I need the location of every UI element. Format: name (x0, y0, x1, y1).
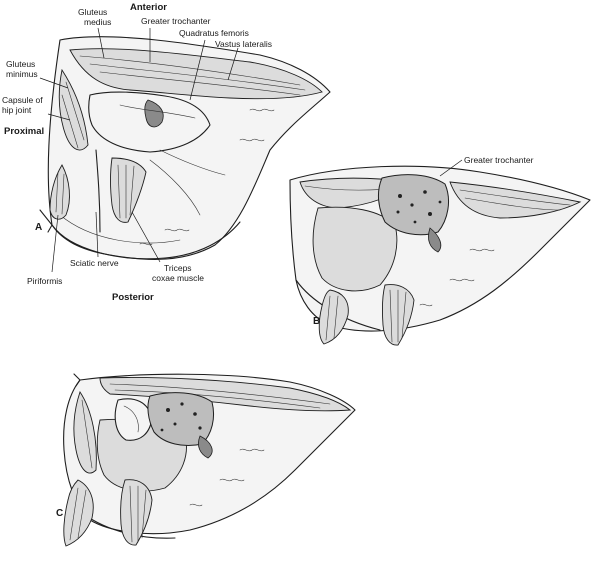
panel-letter-b: B (313, 316, 320, 327)
label-vastus-lateralis: Vastus lateralis (215, 39, 272, 49)
panel-b-drawing (289, 165, 591, 346)
panel-letter-c: C (56, 508, 63, 519)
label-triceps-coxae: Triceps coxae muscle (152, 263, 204, 283)
panel-a-labels: Anterior Gluteus medius Greater trochant… (2, 2, 272, 303)
label-gluteus-minimus: Gluteus minimus (6, 59, 38, 79)
label-sciatic-nerve: Sciatic nerve (70, 258, 119, 268)
label-capsule-l1: Capsule of (2, 95, 43, 105)
panel-c-drawing (63, 373, 356, 547)
label-triceps-coxae-l2: coxae muscle (152, 273, 204, 283)
panel-letter-a: A (35, 222, 42, 233)
label-gluteus-minimus-l2: minimus (6, 69, 38, 79)
panel-a-leaders (39, 27, 239, 273)
label-triceps-coxae-l1: Triceps (164, 263, 192, 273)
label-proximal: Proximal (4, 126, 44, 137)
panel-a-drawing (39, 36, 331, 260)
panel-b-leaders (439, 159, 463, 177)
label-capsule: Capsule of hip joint (2, 95, 45, 115)
label-gluteus-medius-l2: medius (84, 17, 111, 27)
label-capsule-l2: hip joint (2, 105, 32, 115)
label-greater-trochanter-a: Greater trochanter (141, 16, 211, 26)
label-greater-trochanter-b: Greater trochanter (464, 155, 534, 165)
label-anterior: Anterior (130, 2, 167, 13)
label-gluteus-minimus-l1: Gluteus (6, 59, 35, 69)
label-quadratus-femoris: Quadratus femoris (179, 28, 249, 38)
label-gluteus-medius-l1: Gluteus (78, 7, 107, 17)
label-posterior: Posterior (112, 292, 154, 303)
panel-b-labels: Greater trochanter B (313, 155, 534, 327)
panel-c-labels: C (56, 508, 63, 519)
label-piriformis: Piriformis (27, 276, 62, 286)
label-gluteus-medius: Gluteus medius (78, 7, 111, 27)
